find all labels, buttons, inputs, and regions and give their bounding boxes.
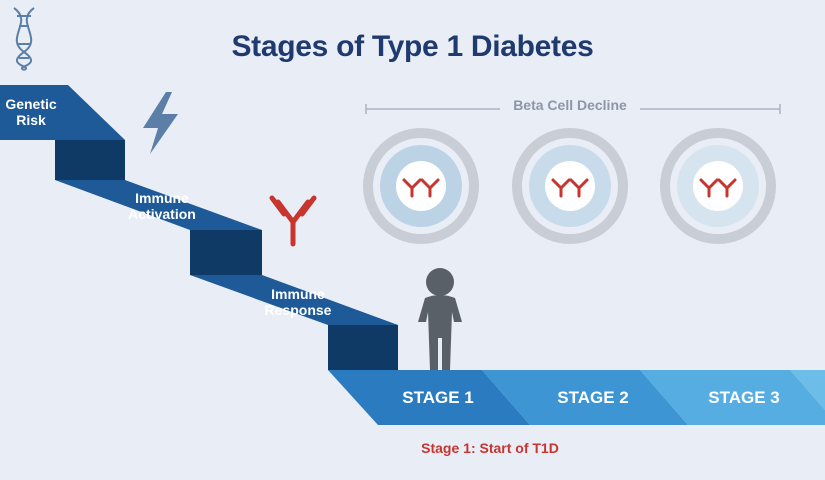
stage-2-label: STAGE 2 <box>557 388 629 407</box>
step-genetic-risk-face <box>55 140 125 180</box>
person-figure <box>418 268 462 370</box>
cell-2-antibody-icon <box>551 178 589 198</box>
stage-1-segment <box>328 370 530 425</box>
stage-2-segment <box>482 370 688 425</box>
antibody-icon <box>269 195 317 247</box>
stage-1-label: STAGE 1 <box>402 388 474 407</box>
stage-3-label: STAGE 3 <box>708 388 780 407</box>
beta-cell-decline-bracket <box>365 104 781 114</box>
beta-cell-decline-label: Beta Cell Decline <box>513 97 627 113</box>
beta-cell-1 <box>363 128 479 244</box>
stage-1-caption: Stage 1: Start of T1D <box>421 440 559 456</box>
step-immune-response-top <box>190 275 398 325</box>
beta-cell-3 <box>660 128 776 244</box>
dna-icon <box>13 7 35 71</box>
stage-band <box>328 370 825 425</box>
step-genetic-risk-top <box>0 85 125 140</box>
staircase <box>0 85 398 370</box>
step-immune-response-face <box>328 325 398 370</box>
beta-cell-2 <box>512 128 628 244</box>
page-title: Stages of Type 1 Diabetes <box>231 30 594 63</box>
cell-1-antibody-icon <box>402 178 440 198</box>
lightning-icon <box>143 92 178 154</box>
cell-3-antibody-icon <box>699 178 737 198</box>
stage-edge-segment <box>790 370 825 410</box>
stage-3-segment <box>640 370 825 425</box>
step-immune-activation-face <box>190 230 262 275</box>
step-immune-activation-top <box>55 180 262 230</box>
